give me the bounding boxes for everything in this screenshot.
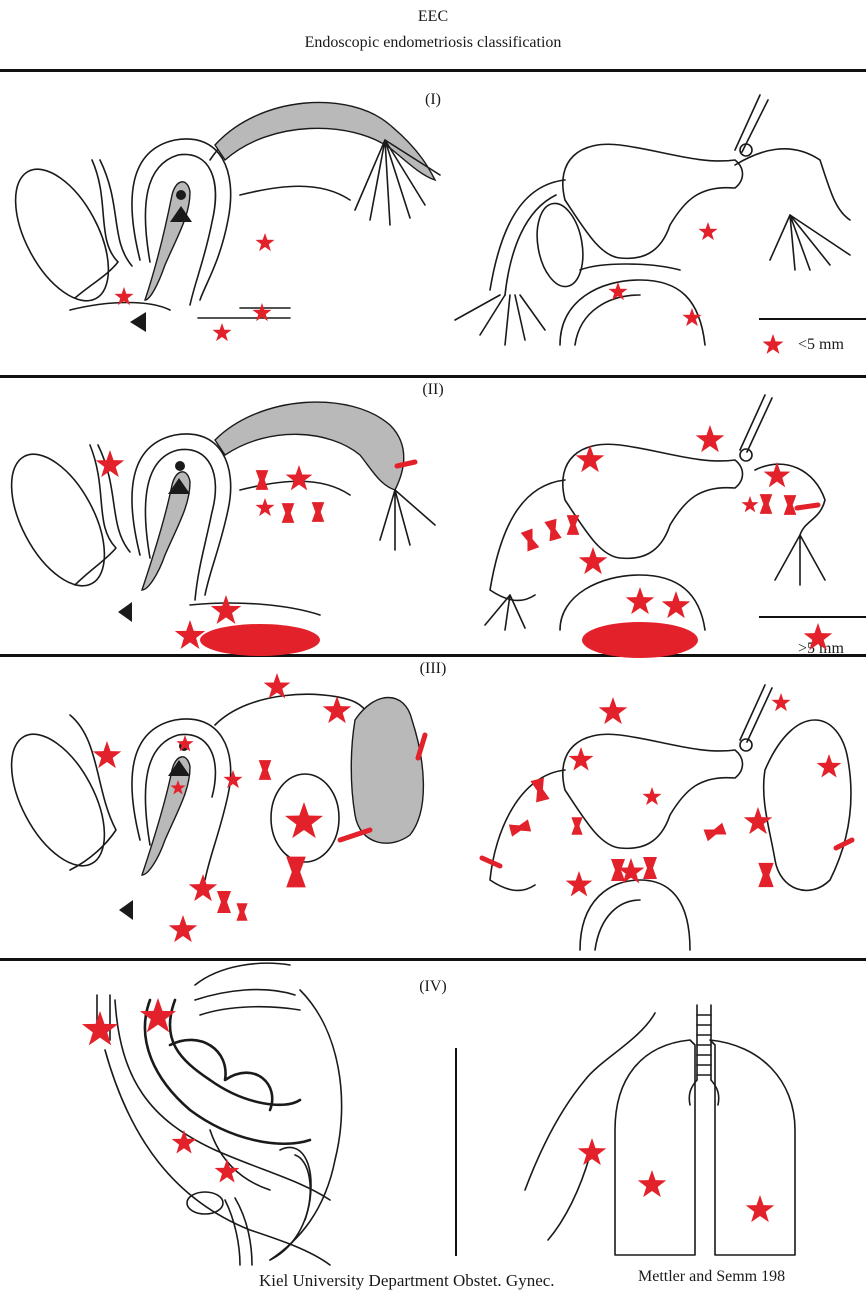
lesion-star — [255, 233, 274, 251]
lesion-star — [599, 697, 628, 724]
adhesion-band — [760, 494, 773, 514]
adhesion-band — [509, 819, 531, 836]
adhesion-band — [482, 858, 500, 866]
lesion-star — [172, 1130, 197, 1154]
lesion-star — [96, 450, 125, 477]
stage-3-frontal-drawing — [490, 685, 851, 950]
stage-4-pelvis-drawing — [97, 990, 342, 1265]
lesion-star — [817, 754, 842, 778]
lesion-star — [285, 802, 323, 838]
lesion-star — [255, 498, 274, 516]
adhesion-band — [312, 502, 325, 522]
lesion-star — [576, 445, 605, 472]
legend-small-star — [763, 334, 784, 354]
stage-2-sagittal-drawing — [0, 402, 435, 622]
lesion-star — [211, 595, 241, 624]
adhesion-band — [544, 519, 561, 541]
adhesion-band — [259, 760, 272, 780]
adhesion-band — [282, 503, 295, 523]
adhesion-band — [521, 529, 540, 552]
adhesion-band — [236, 903, 247, 921]
lesion-star — [323, 696, 352, 723]
lesion-star — [696, 425, 725, 452]
lesion-star — [638, 1170, 667, 1197]
lesion-star — [662, 591, 691, 618]
adhesion-band — [784, 495, 797, 515]
stage-1-sagittal-drawing — [0, 102, 440, 332]
adhesion-band — [704, 823, 727, 842]
lesion-star — [175, 620, 205, 649]
lesion-star — [212, 323, 231, 341]
lesion-star — [169, 915, 198, 942]
lesion-star — [642, 787, 661, 805]
lesion-star — [741, 496, 758, 512]
lesion-star — [746, 1195, 775, 1222]
adhesion-band — [643, 857, 657, 879]
adhesion-band — [758, 863, 773, 887]
lesion-star — [264, 673, 291, 698]
lesion-star — [215, 1159, 240, 1183]
lesion-star — [578, 1138, 607, 1165]
adhesion-band — [286, 857, 306, 888]
lesion-star — [93, 741, 122, 768]
lesion-star — [82, 1011, 118, 1045]
lesion-star — [744, 807, 773, 834]
lesion-plaque — [200, 624, 320, 656]
lesion-star — [569, 747, 594, 771]
adhesion-band — [256, 470, 269, 490]
lesion-star — [566, 871, 593, 896]
adhesion-band — [530, 778, 549, 803]
lesion-star — [286, 465, 313, 490]
lesion-star — [682, 308, 701, 326]
lesion-star — [626, 587, 655, 614]
adhesion-band — [217, 891, 231, 913]
panel-divider-vertical — [455, 1048, 457, 1256]
lesion-star — [223, 770, 242, 788]
lesion-star — [771, 693, 790, 711]
lesion-plaque — [582, 622, 698, 658]
adhesion-band — [418, 735, 425, 758]
lesion-star — [698, 222, 717, 240]
stage-2-frontal-drawing — [485, 395, 825, 630]
lesion-star — [189, 874, 218, 901]
adhesion-band — [571, 817, 582, 835]
legend-large-star — [804, 623, 833, 650]
stage-3-sagittal-drawing — [0, 694, 423, 1015]
adhesion-band — [567, 515, 580, 535]
adhesion-band — [797, 505, 818, 508]
stage-1-frontal-drawing — [455, 95, 850, 345]
